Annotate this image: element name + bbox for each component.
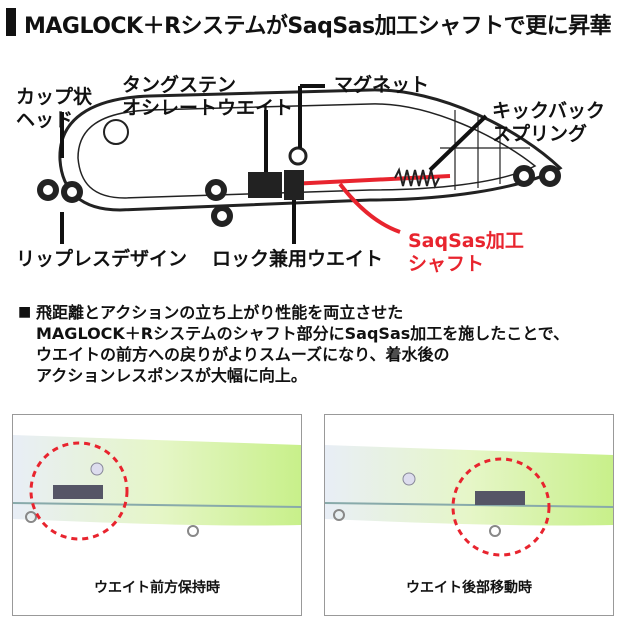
lure-body-outline bbox=[58, 88, 563, 212]
saqsas-leader bbox=[338, 182, 401, 234]
label-tungsten-line1: タングステン bbox=[122, 74, 237, 96]
lure-cross-section bbox=[37, 84, 563, 244]
label-kickback-line2: スプリング bbox=[492, 123, 588, 145]
lure-body-inner bbox=[77, 103, 537, 199]
photo-front: ウエイト前方保持時 bbox=[12, 414, 302, 616]
highlight-circle bbox=[451, 457, 551, 557]
label-saqsas-line1: SaqSas加工 bbox=[408, 230, 524, 252]
label-lipless: リップレスデザイン bbox=[16, 248, 188, 270]
belly-split-ring bbox=[205, 179, 233, 227]
photo-caption: ウエイト前方保持時 bbox=[94, 580, 220, 596]
bullet-icon: ■ bbox=[18, 304, 32, 320]
label-cup-head-line2: ヘッド bbox=[16, 109, 74, 131]
page-title: MAGLOCK＋RシステムがSaqSas加工シャフトで更に昇華 bbox=[24, 14, 612, 39]
saqsas-shaft bbox=[289, 174, 451, 186]
tail-ribs bbox=[440, 110, 530, 190]
label-cup-head: カップ状 ヘッド bbox=[16, 86, 92, 132]
label-saqsas: SaqSas加工 シャフト bbox=[408, 230, 524, 276]
title-accent-bar bbox=[6, 8, 16, 36]
label-cup-head-line1: カップ状 bbox=[16, 86, 93, 108]
kickback-spring bbox=[394, 167, 440, 189]
label-kickback: キックバック スプリング bbox=[492, 100, 605, 146]
label-magnet: マグネット bbox=[334, 74, 430, 96]
description-line: アクションレスポンスが大幅に向上。 bbox=[36, 366, 307, 385]
highlight-circle bbox=[29, 441, 129, 541]
photo-rear: ウエイト後部移動時 bbox=[324, 414, 614, 616]
lock-weight bbox=[284, 170, 304, 200]
lure-photo-rear bbox=[325, 445, 613, 557]
photo-caption: ウエイト後部移動時 bbox=[406, 580, 532, 596]
description-line: 飛距離とアクションの立ち上がり性能を両立させた bbox=[36, 303, 404, 322]
tail-split-ring bbox=[513, 165, 561, 187]
label-kickback-line1: キックバック bbox=[492, 100, 606, 122]
label-lock-weight: ロック兼用ウエイト bbox=[212, 248, 384, 270]
label-tungsten: タングステン オシレートウエイト bbox=[122, 74, 293, 120]
lure-diagram: カップ状 ヘッド タングステン オシレートウエイト マグネット キックバック ス… bbox=[0, 60, 630, 290]
description-line: ウエイトの前方への戻りがよりスムーズになり、着水後の bbox=[36, 345, 450, 364]
description-line: MAGLOCK＋Rシステムのシャフト部分にSaqSas加工を施したことで、 bbox=[36, 324, 570, 343]
label-tungsten-line2: オシレートウエイト bbox=[122, 97, 294, 119]
tungsten-weight bbox=[248, 172, 282, 198]
leader-lines bbox=[60, 84, 488, 244]
lure-photo-front bbox=[13, 435, 301, 541]
magnet bbox=[288, 146, 308, 166]
front-split-ring bbox=[37, 179, 83, 203]
title-banner: MAGLOCK＋RシステムがSaqSas加工シャフトで更に昇華 bbox=[6, 6, 624, 40]
label-saqsas-line2: シャフト bbox=[408, 253, 485, 275]
cup-head-eye bbox=[103, 119, 129, 145]
